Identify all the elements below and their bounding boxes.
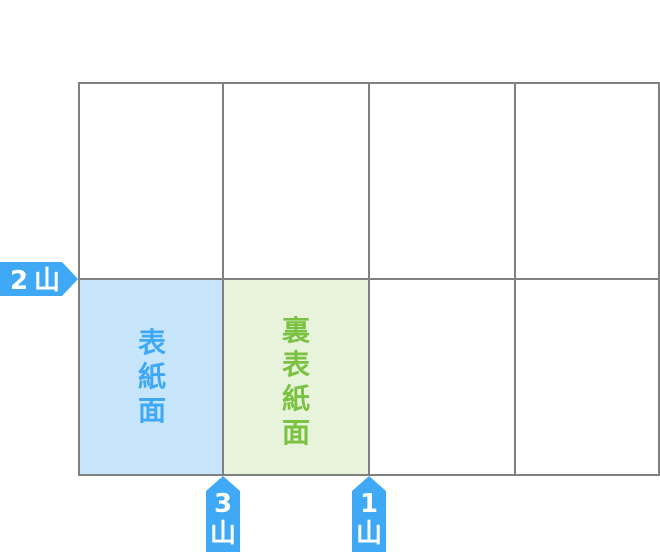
fold-tag-2-mountain: 2 山 bbox=[0, 262, 78, 296]
front-char: 面 bbox=[138, 394, 166, 427]
tag-kanji: 山 bbox=[356, 519, 382, 549]
tag-number: 3 bbox=[214, 489, 232, 519]
back-char: 面 bbox=[282, 416, 310, 449]
tag-number: 1 bbox=[360, 489, 378, 519]
back-char: 裏 bbox=[282, 314, 311, 347]
back-label: 裏 表 紙 面 bbox=[282, 314, 311, 449]
front-char: 紙 bbox=[138, 360, 166, 393]
tag-number: 2 bbox=[10, 266, 28, 296]
back-panel bbox=[223, 279, 369, 475]
back-char: 紙 bbox=[282, 382, 310, 415]
tag-kanji: 山 bbox=[210, 519, 236, 549]
front-panel bbox=[79, 279, 223, 475]
fold-tag-1-mountain: 1 山 bbox=[352, 476, 386, 552]
front-char: 表 bbox=[138, 326, 166, 359]
back-char: 表 bbox=[282, 348, 310, 381]
tag-kanji: 山 bbox=[34, 266, 60, 296]
grid bbox=[78, 82, 660, 476]
fold-tag-3-mountain: 3 山 bbox=[206, 476, 240, 552]
front-label: 表 紙 面 bbox=[138, 326, 166, 427]
